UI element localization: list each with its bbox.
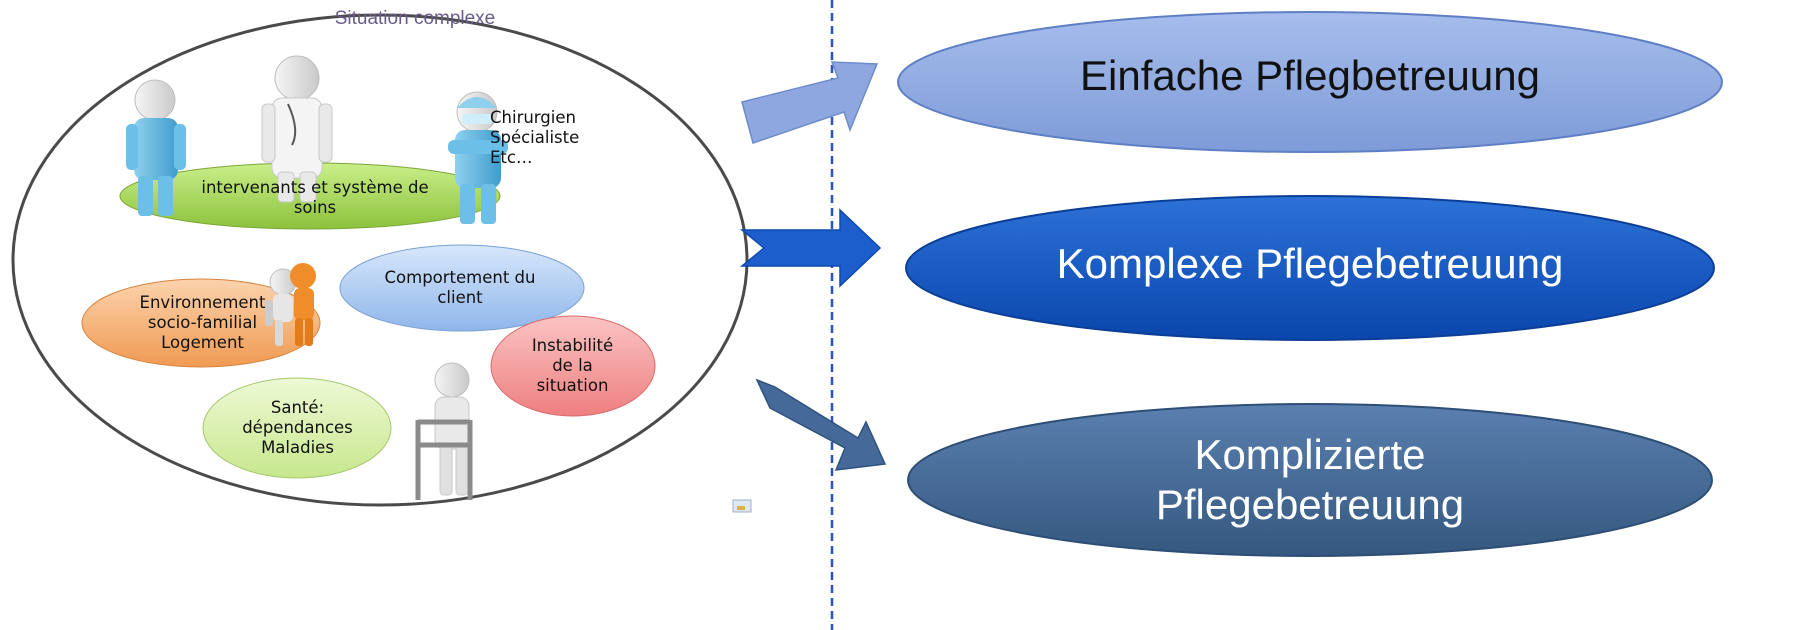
environnement-bubble: [81, 278, 321, 368]
surgeon-figure-icon: [448, 91, 508, 224]
arrow-down-right-icon: [755, 378, 887, 471]
target-komplexe-ellipse: [905, 195, 1715, 341]
intervenants-label: intervenants et système de soins: [201, 178, 429, 217]
target-komplizierte-ellipse: [907, 403, 1713, 557]
environnement-label: Environnement socio-familial Logement: [139, 293, 266, 352]
chirurgien-label: Chirurgien Spécialiste Etc…: [490, 108, 580, 167]
walker-figure-icon: [415, 362, 473, 500]
sante-label: Santé: dépendances Maladies: [242, 398, 353, 457]
nurse-figure-icon: [126, 79, 186, 216]
comportement-label: Comportement du client: [384, 268, 536, 307]
arrow-up-right-icon: [741, 61, 879, 144]
sante-bubble: [202, 377, 392, 479]
target-einfache-ellipse: [897, 11, 1723, 153]
comportement-bubble: [339, 244, 585, 332]
instabilite-label: Instabilité de la situation: [531, 336, 614, 395]
placeholder-image-icon: [732, 499, 752, 513]
instabilite-bubble: [490, 315, 656, 417]
target-komplizierte-label: Komplizierte Pflegebetreuung: [1155, 430, 1465, 528]
situation-title: Situation complexe: [334, 7, 496, 29]
doctor-figure-icon: [261, 55, 333, 203]
target-komplexe-label: Komplexe Pflegebetreuung: [1056, 239, 1564, 287]
target-einfache-label: Einfache Pflegbetreuung: [1079, 51, 1540, 99]
caregiver-elder-figure-icon: [265, 263, 316, 346]
arrow-right-icon: [739, 208, 882, 288]
